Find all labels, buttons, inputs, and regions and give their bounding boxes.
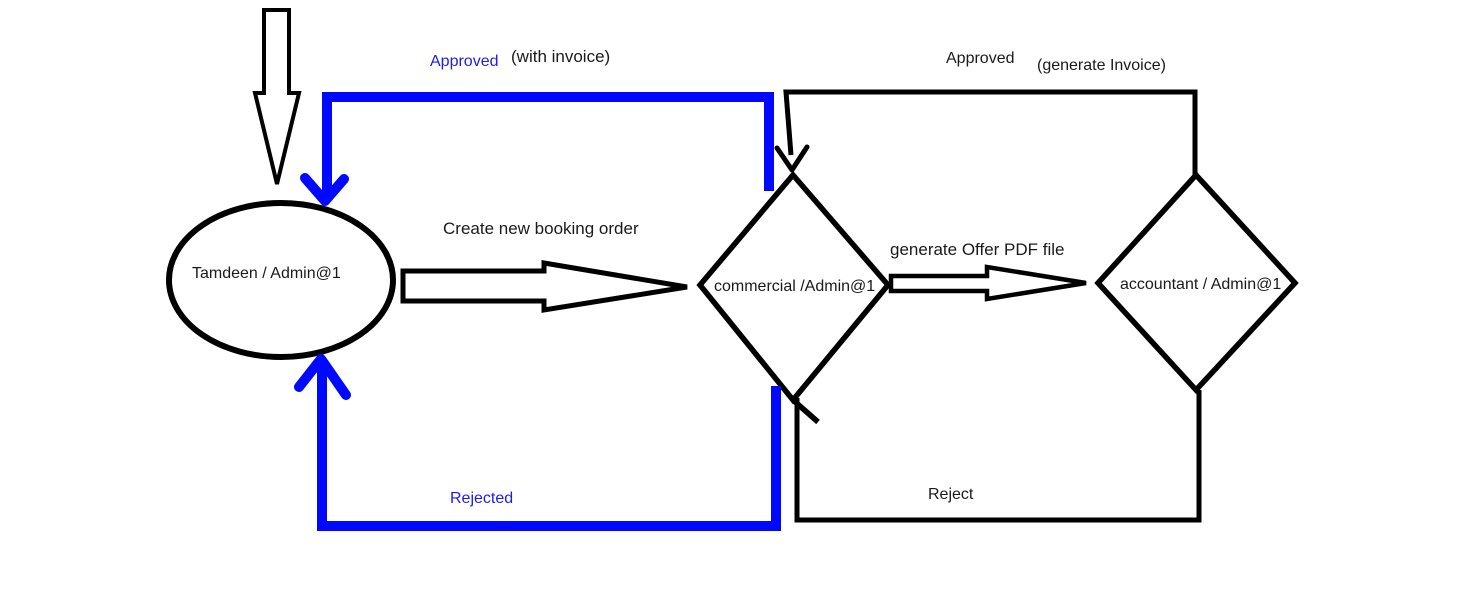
create-order-label: Create new booking order bbox=[443, 219, 639, 238]
reject-label: Reject bbox=[928, 486, 974, 503]
generate-offer-arrow-icon bbox=[888, 264, 1087, 302]
rejected-arrowhead-icon bbox=[294, 354, 351, 400]
start-down-arrow-icon bbox=[252, 8, 302, 185]
node-accountant-label: accountant / Admin@1 bbox=[1120, 276, 1281, 293]
node-tamdeen-ellipse bbox=[166, 200, 396, 360]
node-accountant-diamond bbox=[1094, 170, 1299, 395]
create-order-arrow-icon bbox=[400, 260, 688, 313]
node-commercial-label: commercial /Admin@1 bbox=[714, 278, 875, 295]
approved-invoice-arrowhead-icon bbox=[300, 173, 349, 206]
approved-generate-path bbox=[783, 89, 1198, 175]
node-tamdeen-label: Tamdeen / Admin@1 bbox=[192, 265, 341, 282]
approved-generate-sublabel: (generate Invoice) bbox=[1037, 57, 1166, 74]
approved-invoice-sublabel: (with invoice) bbox=[511, 47, 610, 66]
reject-path bbox=[794, 390, 1202, 523]
approved-generate-label: Approved bbox=[946, 50, 1015, 67]
generate-offer-label: generate Offer PDF file bbox=[890, 240, 1065, 259]
approved-invoice-path bbox=[322, 92, 774, 197]
approved-generate-arrowhead-icon bbox=[774, 144, 810, 173]
approved-invoice-label: Approved bbox=[430, 53, 499, 70]
rejected-label: Rejected bbox=[450, 490, 513, 507]
rejected-path bbox=[317, 359, 781, 531]
